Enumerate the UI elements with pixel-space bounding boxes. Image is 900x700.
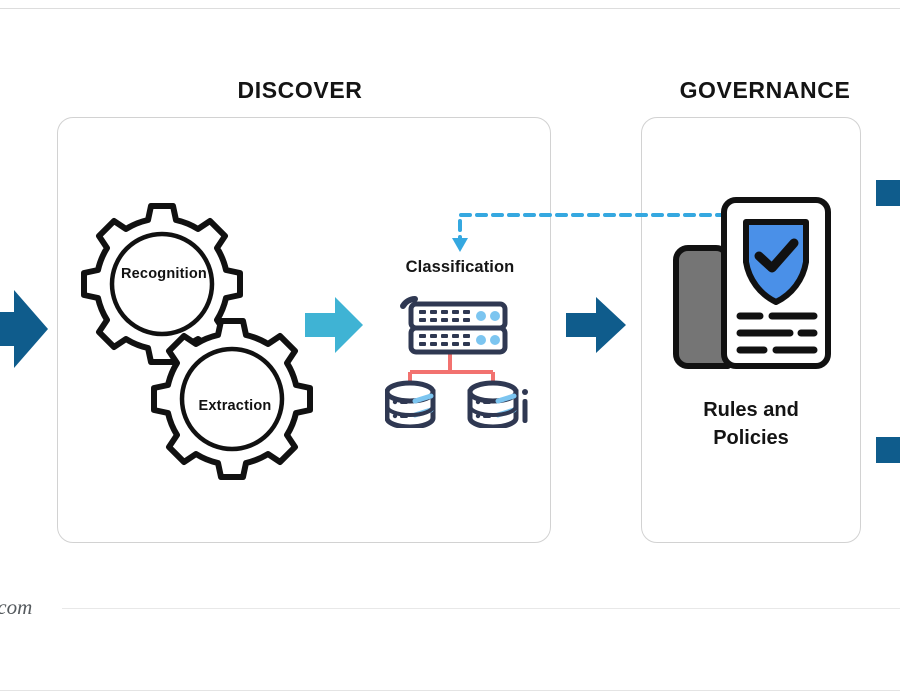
stage-title-governance: GOVERNANCE bbox=[679, 77, 851, 103]
top-divider bbox=[0, 8, 900, 9]
policy-node-label: Rules and Policies bbox=[655, 396, 847, 452]
legend-swatch-top bbox=[876, 180, 900, 206]
classification-label: Classification bbox=[405, 258, 515, 276]
footer-watermark: .com bbox=[0, 595, 33, 619]
legend-swatch-bottom bbox=[876, 437, 900, 463]
bottom-divider bbox=[0, 690, 900, 691]
governance-flow-arrow-icon bbox=[566, 295, 628, 355]
gear-label-recognition: Recognition bbox=[121, 266, 207, 282]
inbound-arrow-icon bbox=[0, 288, 50, 370]
stage-title-discover: DISCOVER bbox=[237, 77, 363, 103]
footer-divider bbox=[62, 608, 900, 609]
feedback-loop-connector-icon bbox=[440, 200, 770, 275]
policy-label-line1: Rules and bbox=[703, 399, 799, 421]
document-shield-check-icon bbox=[668, 196, 840, 383]
server-database-icon bbox=[384, 288, 535, 433]
discover-flow-arrow-icon bbox=[305, 295, 365, 355]
policy-label-line2: Policies bbox=[713, 427, 789, 449]
gear-label-extraction: Extraction bbox=[198, 398, 272, 414]
recognition-extraction-gears-icon bbox=[72, 200, 322, 485]
